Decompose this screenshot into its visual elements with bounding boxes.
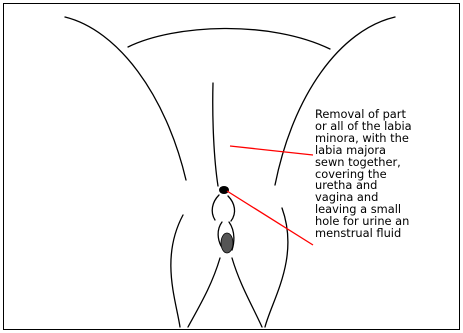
right-labial-fold-outline (228, 196, 235, 221)
top-arc-outline (128, 28, 330, 49)
central-seam-outline (213, 83, 218, 186)
caption-line: menstrual fluid (315, 228, 456, 240)
small-opening-shape (219, 186, 229, 194)
procedure-description: Removal of part or all of the labia mino… (315, 109, 456, 240)
right-lower-thigh-outline (265, 208, 288, 327)
anus-shape (221, 233, 233, 253)
right-buttock-cleft (232, 258, 262, 327)
left-upper-thigh-outline (65, 17, 186, 180)
pointer-line-opening (227, 191, 313, 245)
left-labial-fold-outline (212, 195, 219, 220)
pointer-line-seam (230, 146, 313, 155)
left-buttock-cleft (188, 258, 220, 327)
left-lower-thigh-outline (171, 215, 183, 327)
